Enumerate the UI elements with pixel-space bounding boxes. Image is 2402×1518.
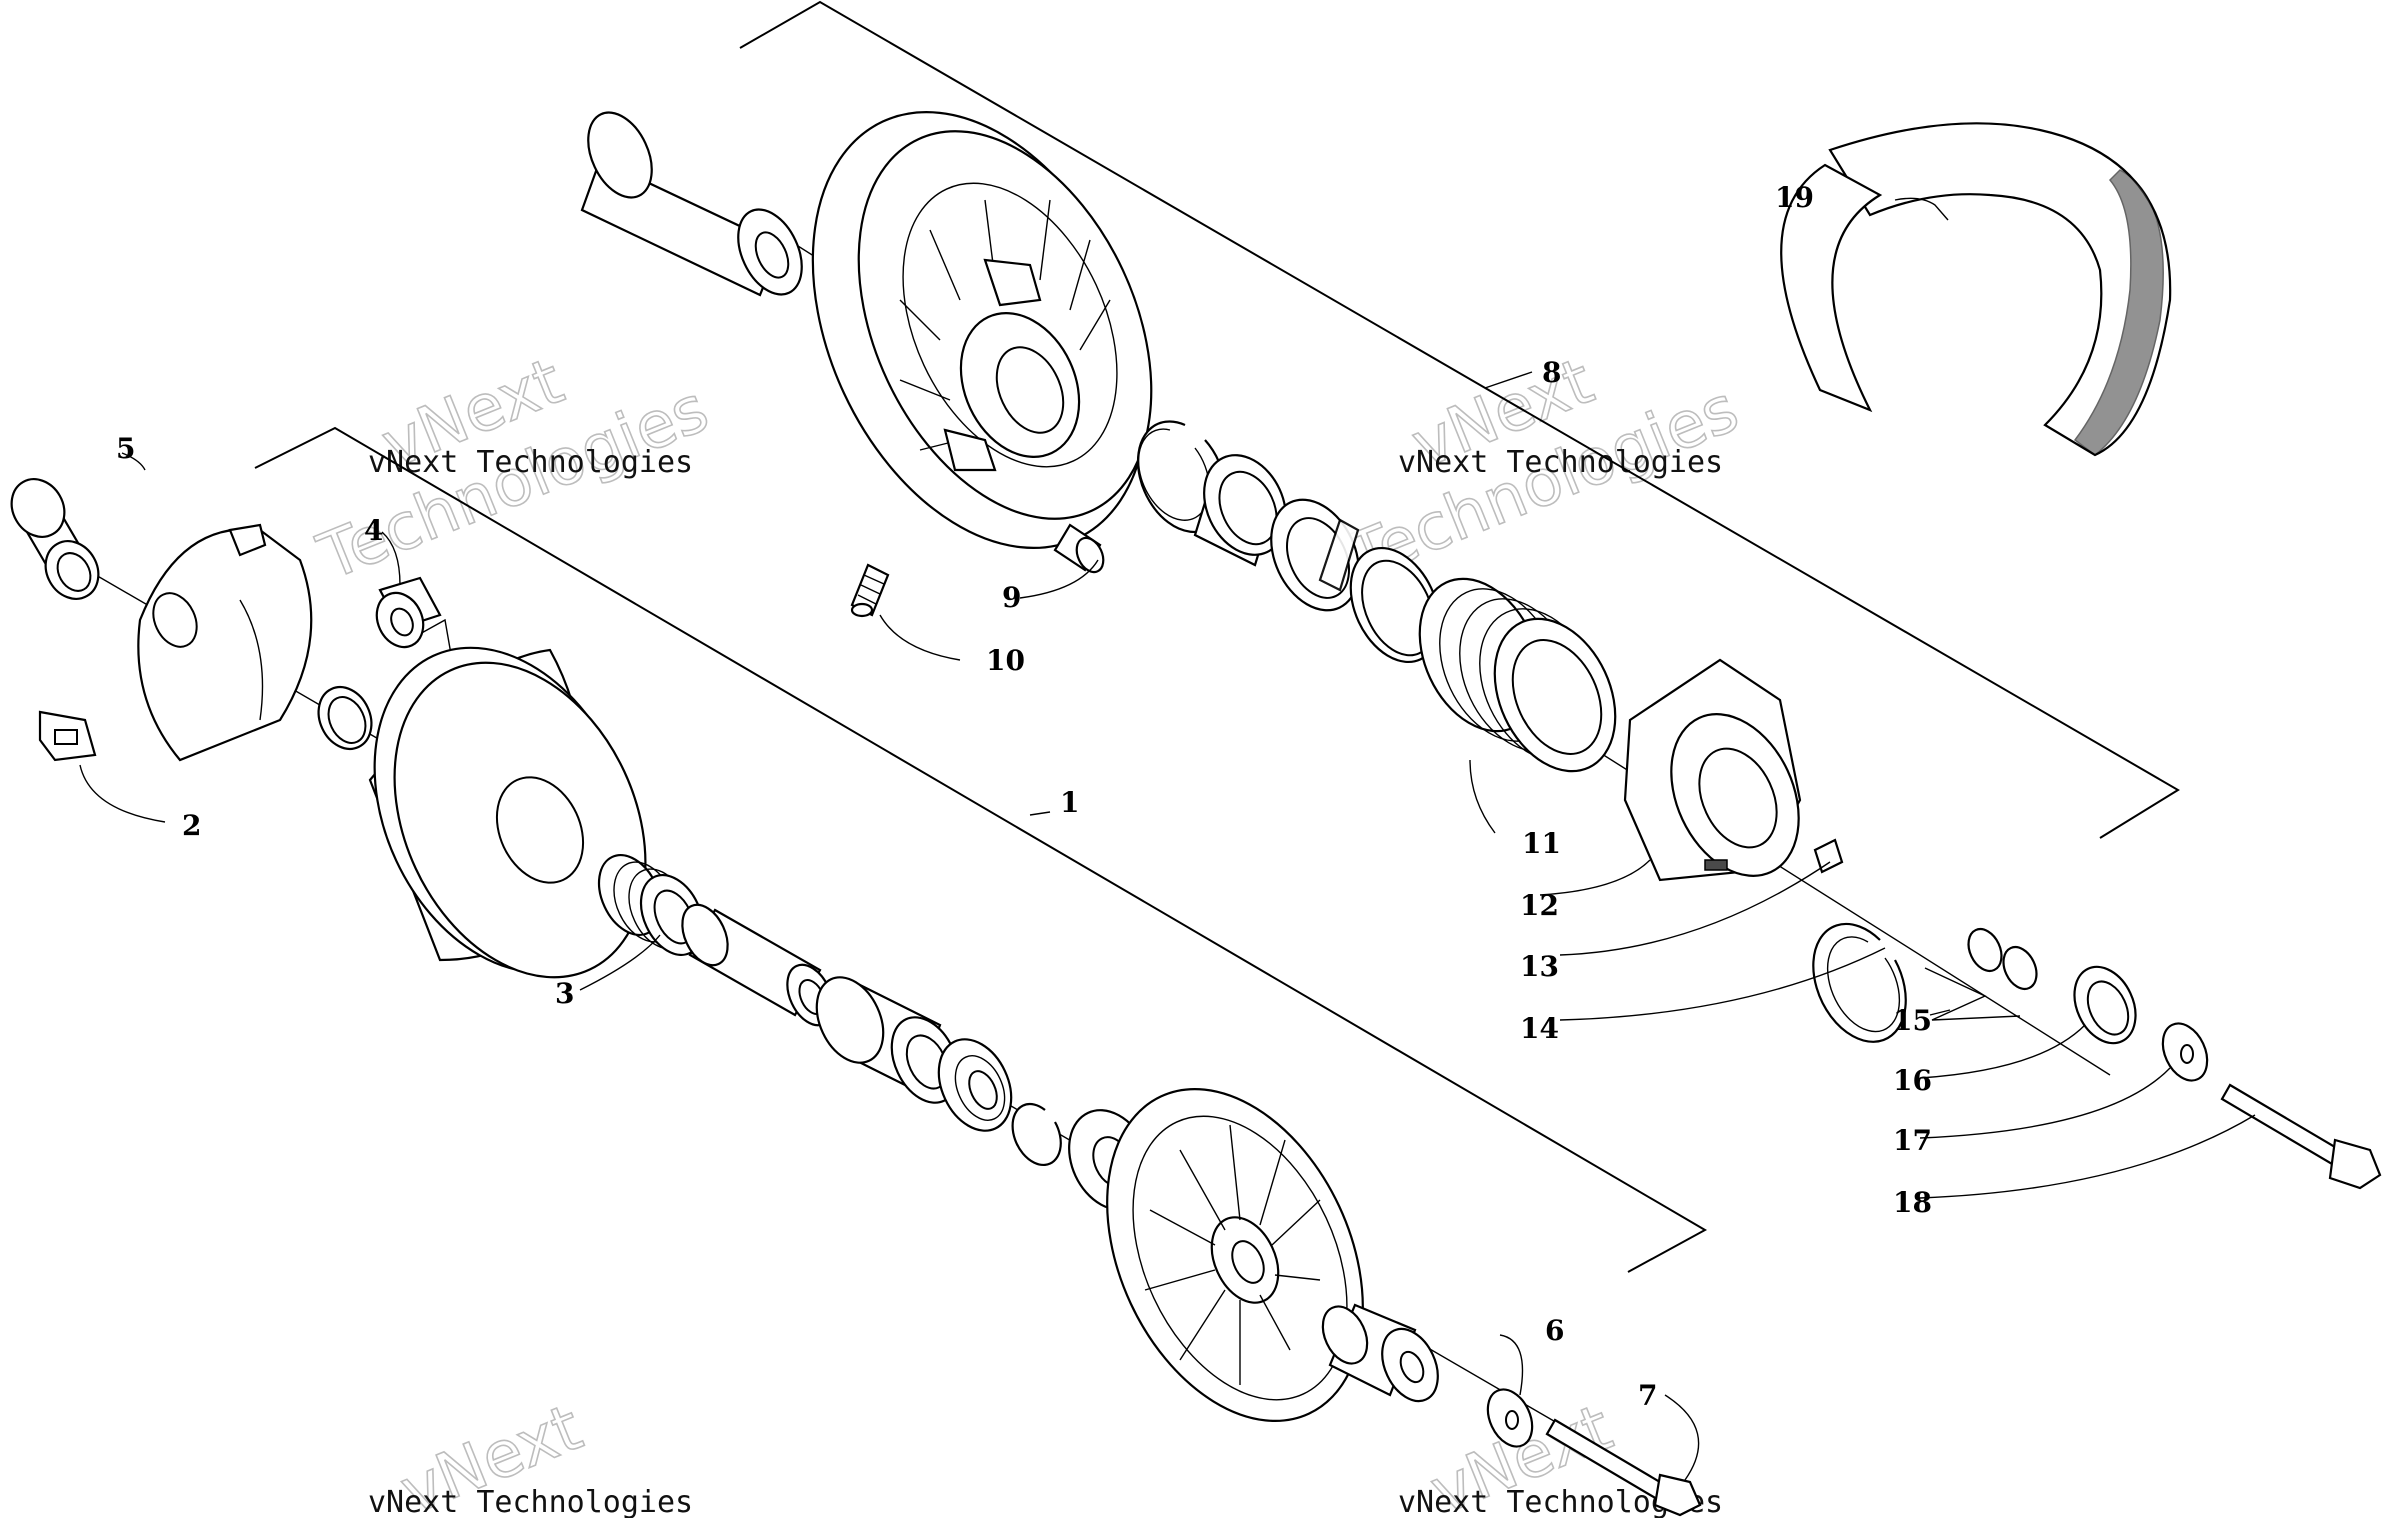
clip-2 [38, 710, 97, 762]
label-13: 13 [1520, 950, 1559, 983]
label-2: 2 [182, 809, 201, 842]
ring-lower-small [317, 686, 373, 750]
label-12: 12 [1520, 889, 1559, 922]
spring-11 [1418, 577, 1617, 773]
spider-housing [137, 523, 313, 762]
pin-10 [850, 563, 890, 618]
hub-bushing [1321, 1303, 1439, 1403]
fixed-sheave [1106, 1088, 1364, 1422]
pin-13 [1813, 838, 1844, 874]
watermark-text-3: vNext Technologies [368, 1485, 693, 1518]
helix-cam-12 [1623, 658, 1802, 882]
leader-lines [79, 197, 2256, 1481]
label-14: 14 [1520, 1012, 1559, 1045]
label-5: 5 [116, 432, 135, 465]
bolt-7 [1545, 1418, 1702, 1517]
bushing-lower [815, 976, 960, 1104]
roller-9 [1053, 523, 1105, 574]
washer-17 [2161, 1022, 2209, 1082]
bracket-assembly-1 [254, 426, 1708, 1273]
label-7: 7 [1638, 1379, 1657, 1412]
part-labels: 1 2 3 4 5 6 7 8 9 10 11 12 13 14 15 16 1… [116, 181, 1932, 1412]
roller-4 [375, 576, 442, 649]
bearing-lower [937, 1038, 1013, 1132]
label-19: 19 [1775, 181, 1814, 214]
label-8: 8 [1542, 356, 1561, 389]
label-16: 16 [1893, 1064, 1932, 1097]
snap-ring-14 [1812, 922, 1907, 1043]
label-6: 6 [1545, 1314, 1564, 1347]
label-3: 3 [555, 977, 574, 1010]
shaft-tube [681, 903, 834, 1027]
washer-6 [1486, 1388, 1534, 1448]
label-1: 1 [1060, 786, 1079, 819]
label-18: 18 [1893, 1186, 1932, 1219]
bushing-ring-a [1193, 454, 1287, 567]
shaft-sleeve [580, 111, 803, 297]
bushing-5 [10, 478, 100, 600]
label-9: 9 [1002, 581, 1021, 614]
label-15: 15 [1893, 1004, 1932, 1037]
label-17: 17 [1893, 1124, 1932, 1157]
drive-belt [1780, 122, 2172, 457]
bracket-15 [1924, 967, 2021, 1021]
watermark-text-2: vNext Technologies [1398, 445, 1723, 480]
thin-ring [1349, 546, 1441, 664]
driven-sheave [811, 111, 1153, 549]
bushing-16 [2073, 965, 2137, 1045]
bolt-18 [2220, 1083, 2382, 1190]
label-4: 4 [364, 514, 383, 547]
drive-sheave [368, 646, 647, 979]
bushing-ring-b [1270, 498, 1360, 612]
snap-ring-lower [1011, 1102, 1062, 1167]
assembly-brackets [254, 0, 2180, 1273]
watermark-text-1: vNext Technologies [368, 445, 693, 480]
rings-15 [1967, 927, 2038, 991]
label-10: 10 [986, 644, 1025, 677]
label-11: 11 [1522, 827, 1561, 860]
bracket-assembly-8 [739, 0, 2180, 839]
